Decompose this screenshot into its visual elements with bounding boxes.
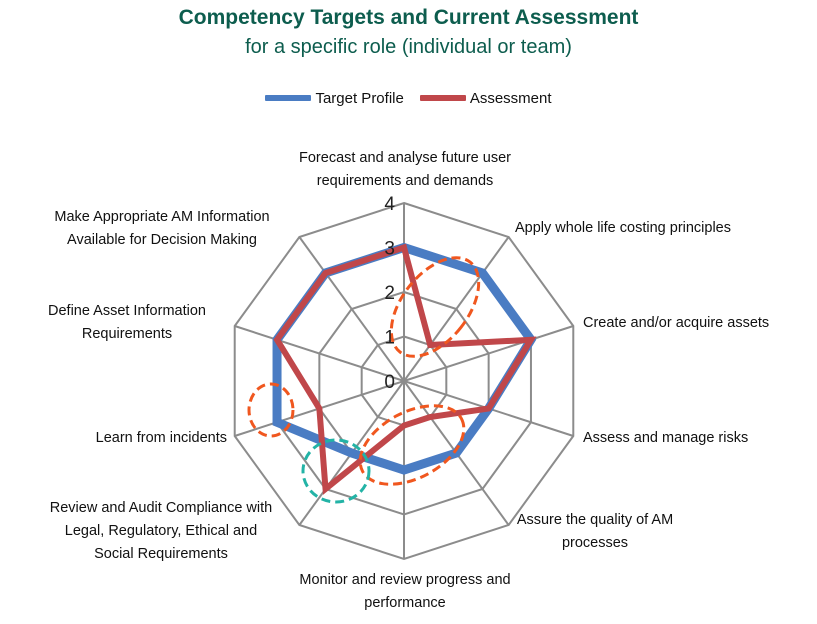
axis-label-6: Monitor and review progress and performan… [299, 572, 510, 611]
legend-label-assessment: Assessment [469, 89, 552, 107]
tick-label-4: 4 [384, 194, 395, 215]
axis-label-7-line-3: Social Requirements [94, 546, 228, 562]
axis-label-5-line-1: Assure the quality of AM [517, 512, 673, 528]
axis-label-5-line-2: processes [562, 535, 628, 551]
grid-spoke-1 [403, 236, 510, 382]
grid-spoke-8 [234, 325, 405, 382]
axis-label-5: Assure the quality of AM processes [517, 512, 673, 551]
axis-label-1-line-2: requirements and demands [317, 173, 494, 189]
gap-highlight-3 [358, 404, 466, 486]
axis-label-9-line-2: Requirements [82, 326, 172, 342]
axis-label-3: Create and/or acquire assets [583, 315, 769, 331]
axis-label-1: Forecast and analyse future user requirem… [299, 150, 511, 189]
gap-highlight-1 [389, 256, 481, 358]
axis-labels: Forecast and analyse future user requirem… [48, 150, 769, 611]
tick-label-0: 0 [384, 372, 395, 393]
axis-label-4: Assess and manage risks [583, 430, 748, 446]
axis-label-10-line-2: Available for Decision Making [67, 232, 257, 248]
axis-label-2-line-1: Apply whole life costing principles [515, 220, 731, 236]
axis-label-6-line-2: performance [364, 595, 445, 611]
tick-label-2: 2 [384, 283, 395, 304]
axis-label-3-line-1: Create and/or acquire assets [583, 315, 769, 331]
legend-item-target: Target Profile [265, 89, 404, 107]
legend-swatch-assessment [419, 95, 466, 101]
axis-label-10: Make Appropriate AM InformationAvailable… [54, 209, 269, 248]
highlight-ellipses [247, 256, 481, 504]
axis-label-10-line-1: Make Appropriate AM Information [54, 209, 269, 225]
axis-label-9-line-1: Define Asset Information [48, 303, 206, 319]
axis-label-2: Apply whole life costing principles [515, 220, 731, 236]
radial-ticks: 0 1 2 3 4 [384, 194, 395, 393]
gap-highlight-2 [247, 382, 295, 438]
legend-item-assessment: Assessment [419, 89, 552, 107]
axis-label-8-line-1: Learn from incidents [96, 430, 227, 446]
axis-label-1-line-1: Forecast and analyse future user [299, 150, 511, 166]
overachievement-highlight [301, 438, 371, 504]
legend: Target Profile Assessment [0, 88, 817, 108]
legend-swatch-target [265, 95, 312, 101]
series-line-assessment [273, 243, 537, 495]
axis-label-4-line-1: Assess and manage risks [583, 430, 748, 446]
grid-spoke-9 [298, 236, 405, 382]
axis-label-7-line-2: Legal, Regulatory, Ethical and [65, 523, 257, 539]
chart-subtitle: for a specific role (individual or team) [245, 36, 572, 58]
grid-spoke-2 [403, 325, 574, 382]
tick-label-3: 3 [384, 239, 395, 260]
chart-title: Competency Targets and Current Assessmen… [178, 6, 639, 29]
legend-label-target: Target Profile [315, 89, 404, 107]
radar-series [272, 242, 537, 495]
axis-label-7-line-1: Review and Audit Compliance with [50, 500, 272, 516]
axis-label-6-line-1: Monitor and review progress and [299, 572, 510, 588]
axis-label-8: Learn from incidents [96, 430, 227, 446]
tick-label-1: 1 [384, 328, 395, 349]
